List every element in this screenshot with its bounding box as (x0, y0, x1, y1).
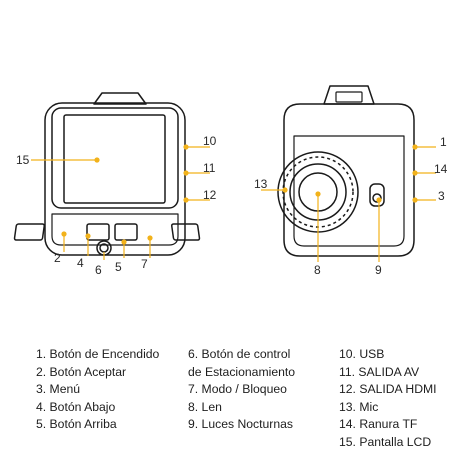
callout-3: 3 (438, 189, 445, 203)
legend-column-1: 1. Botón de Encendido 2. Botón Aceptar 3… (36, 346, 159, 434)
night-light (372, 193, 382, 203)
front-callout-lines (31, 144, 210, 260)
front-callout-numbers: 15 10 11 12 2 4 6 5 7 (16, 134, 217, 277)
back-mount-slot (335, 91, 363, 103)
front-top-mount (93, 92, 147, 105)
back-callout-numbers: 1 14 3 13 8 9 (254, 135, 448, 277)
back-callout-lines (261, 144, 436, 262)
legend-item: 4. Botón Abajo (36, 399, 116, 414)
legend-item: 7. Modo / Bloqueo (188, 382, 287, 397)
legend-column-3: 10. USB 11. SALIDA AV 12. SALIDA HDMI 13… (339, 346, 437, 452)
legend-item: de Estacionamiento (188, 364, 296, 379)
legend-item: 11. SALIDA AV (339, 364, 420, 379)
callout-6: 6 (95, 263, 102, 277)
back-top-mount (323, 85, 375, 105)
callout-12: 12 (203, 188, 217, 202)
ok-button[interactable] (13, 223, 46, 241)
up-button[interactable] (114, 223, 138, 241)
legend-column-2: 6. Botón de control de Estacionamiento 7… (188, 346, 295, 434)
legend-item: 15. Pantalla LCD (339, 434, 432, 449)
night-light-housing (369, 183, 385, 207)
legend-item: 10. USB (339, 347, 385, 361)
callout-14: 14 (434, 162, 448, 176)
callout-1: 1 (440, 135, 447, 149)
dashcam-back-view (277, 85, 415, 257)
lcd-screen (63, 114, 166, 204)
legend-item: 13. Mic (339, 399, 379, 414)
legend-item: 14. Ranura TF (339, 417, 418, 432)
down-button[interactable] (86, 223, 110, 241)
callout-8: 8 (314, 263, 321, 277)
legend-item: 9. Luces Nocturnas (188, 417, 294, 432)
callout-9: 9 (375, 263, 382, 277)
legend-item: 12. SALIDA HDMI (339, 382, 437, 397)
callout-15: 15 (16, 153, 30, 167)
callout-2: 2 (54, 251, 61, 265)
legend-item: 6. Botón de control (188, 347, 291, 361)
legend-item: 2. Botón Aceptar (36, 364, 127, 379)
front-inner-panel (51, 107, 179, 209)
callout-13: 13 (254, 177, 268, 191)
legend-item: 8. Len (188, 399, 222, 414)
legend-item: 5. Botón Arriba (36, 417, 117, 432)
callout-5: 5 (115, 260, 122, 274)
front-bottom-strip (51, 213, 179, 246)
dashcam-diagram: 15 10 11 12 2 4 6 5 7 (13, 85, 448, 277)
callout-10: 10 (203, 134, 217, 148)
callout-7: 7 (141, 257, 148, 271)
back-body (283, 103, 415, 257)
legend-item: 1. Botón de Encendido (36, 347, 160, 361)
mode-lock-button[interactable] (170, 223, 201, 241)
dashcam-front-view (13, 92, 201, 256)
legend-item: 3. Menú (36, 382, 81, 397)
callout-11: 11 (203, 161, 216, 175)
back-face-panel (293, 135, 405, 247)
callout-4: 4 (77, 256, 84, 270)
